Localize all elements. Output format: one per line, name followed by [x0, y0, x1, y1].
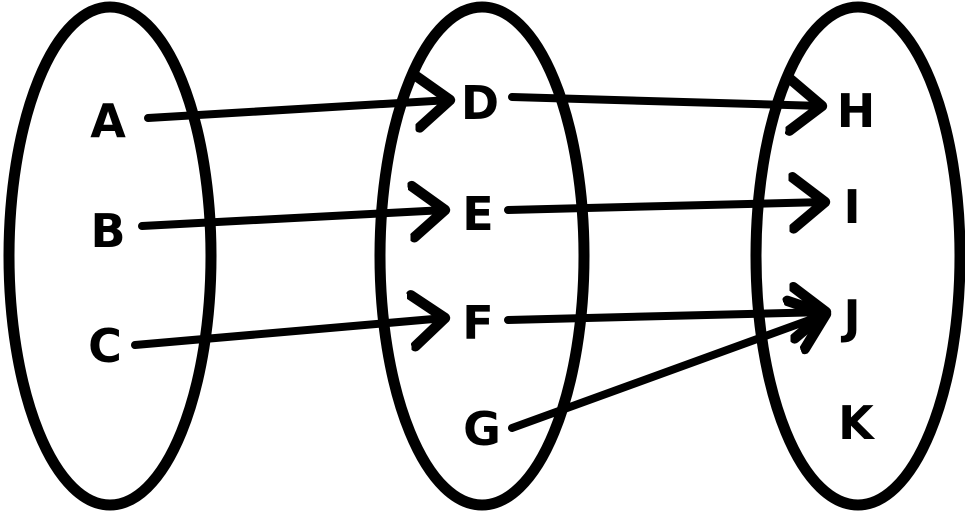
- node-h: H: [837, 84, 876, 138]
- set-2-ellipse: [374, 1, 590, 511]
- set-3-ellipse: [750, 1, 965, 511]
- arrow-g-to-j: [508, 314, 826, 432]
- arrow-e-to-i: [504, 202, 825, 210]
- node-c: C: [88, 319, 122, 373]
- node-d: D: [461, 76, 499, 130]
- node-i: I: [843, 180, 860, 234]
- node-a: A: [90, 94, 126, 148]
- arrow-c-to-f: [131, 318, 445, 345]
- node-e: E: [462, 187, 493, 241]
- arrow-d-to-h: [508, 97, 822, 106]
- node-k: K: [838, 396, 876, 450]
- node-f: F: [462, 296, 493, 350]
- node-j: J: [840, 290, 860, 344]
- node-b: B: [90, 204, 125, 258]
- arrow-a-to-d: [144, 100, 450, 118]
- arrow-b-to-e: [138, 210, 445, 226]
- arrow-f-to-j: [504, 312, 826, 320]
- node-g: G: [463, 402, 501, 456]
- set-1-ellipse: [3, 1, 217, 511]
